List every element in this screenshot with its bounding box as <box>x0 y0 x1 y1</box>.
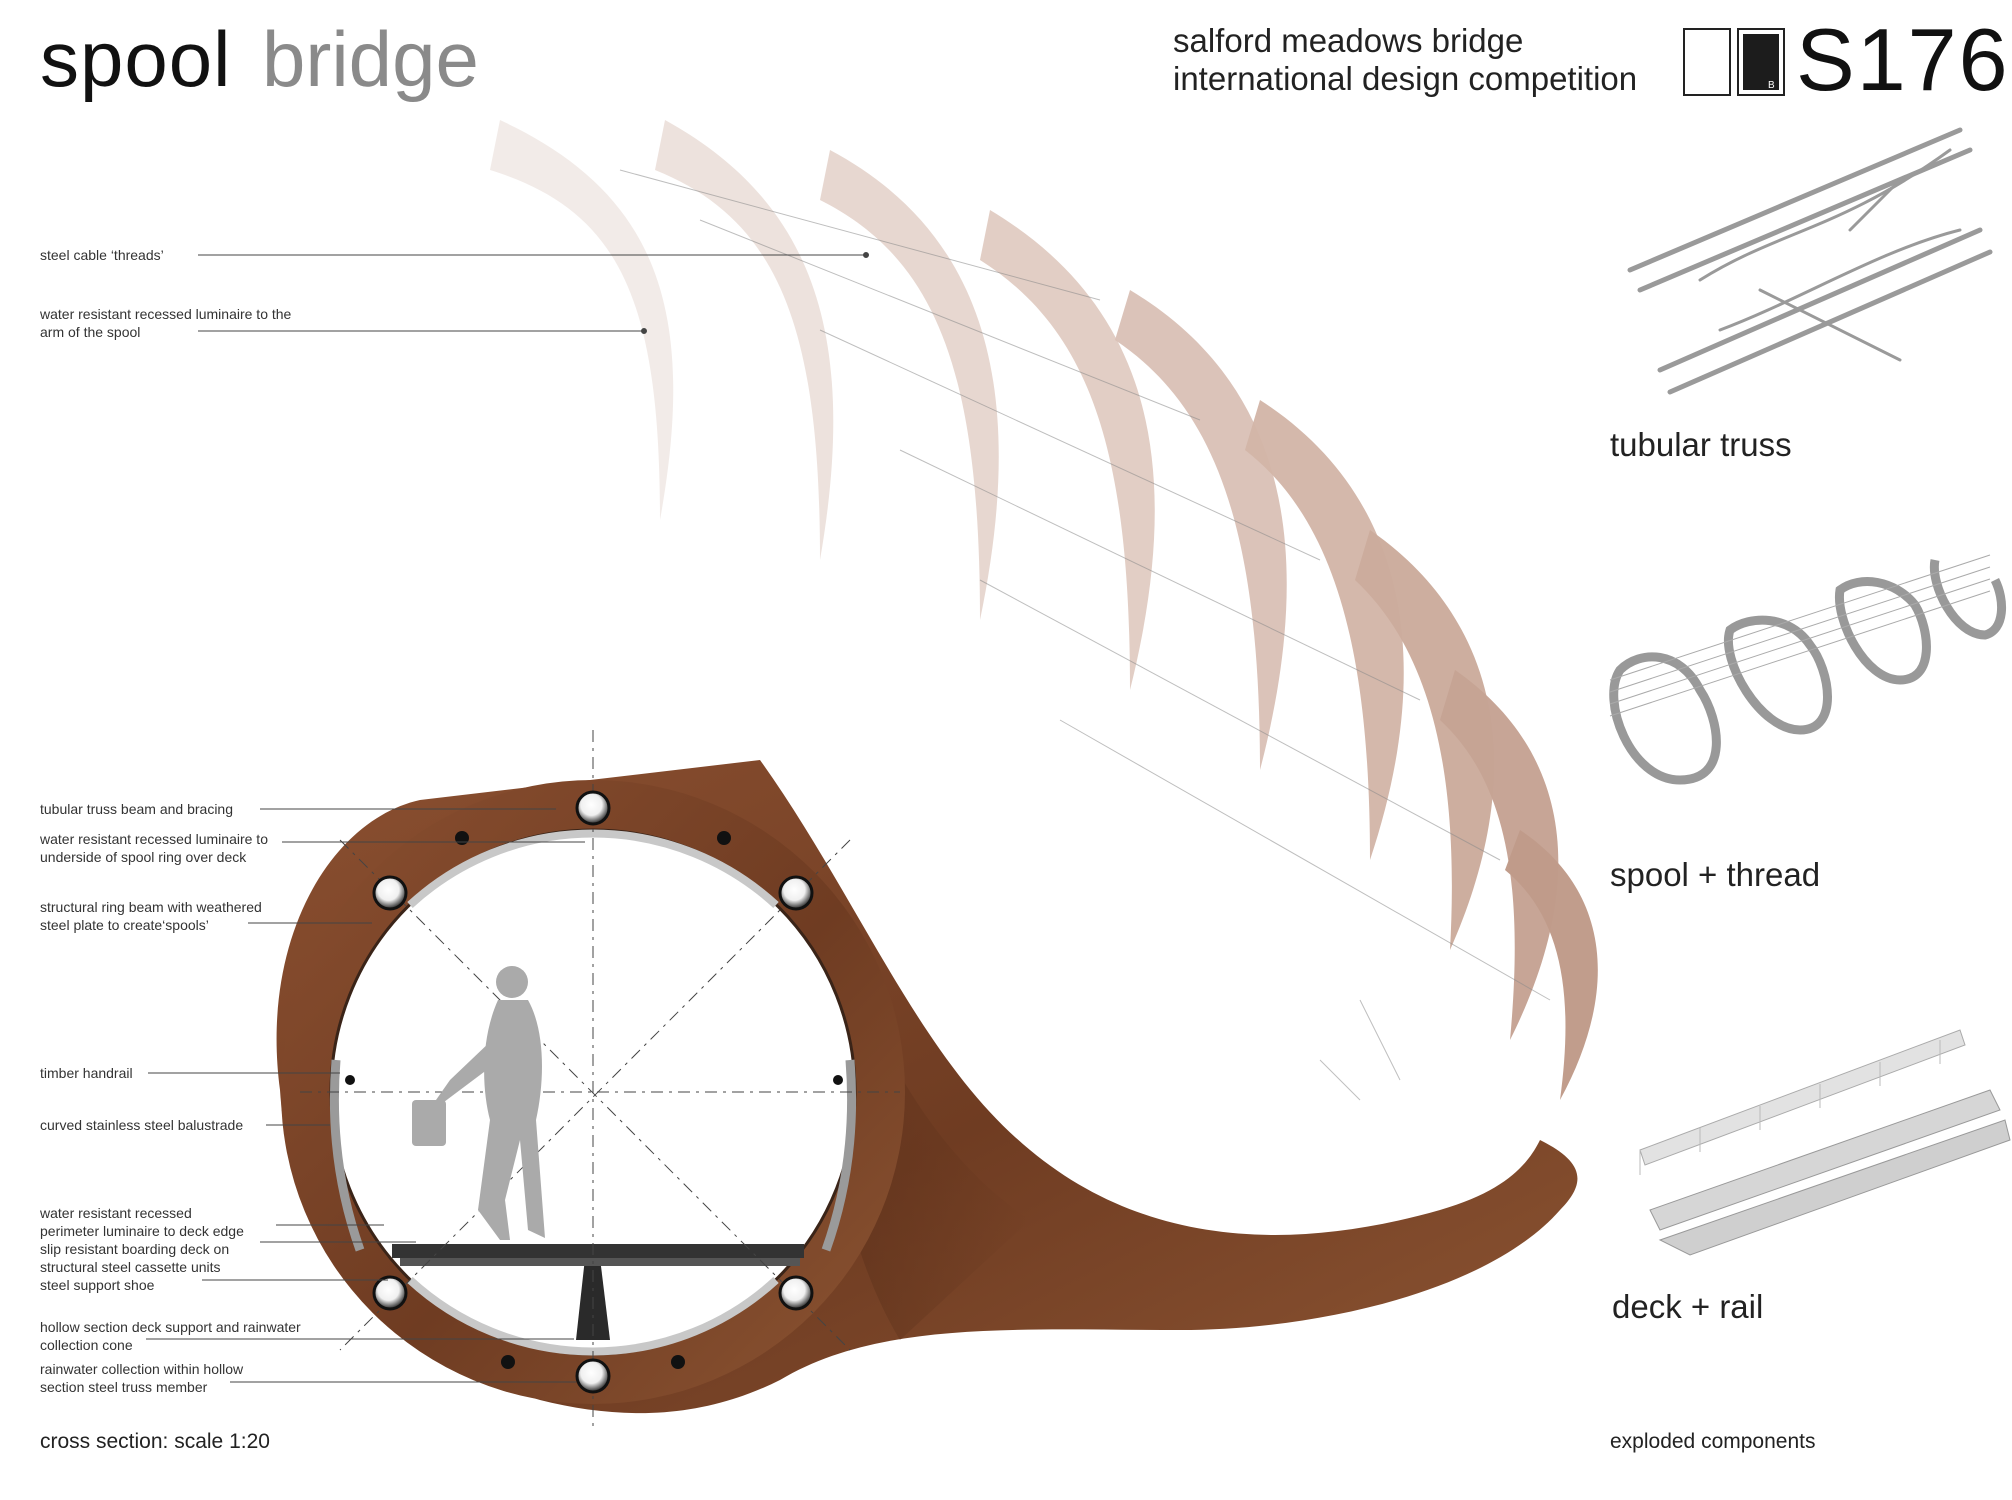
annotation-perimeter-luminaire-2: perimeter luminaire to deck edge <box>40 1223 244 1239</box>
annotation-arm-luminaire-2: arm of the spool <box>40 324 141 340</box>
spool-arm-4 <box>980 210 1155 690</box>
caption-cross-section: cross section: scale 1:20 <box>40 1430 270 1453</box>
annotation-ring-beam-1: structural ring beam with weathered <box>40 899 262 915</box>
annotation-deck-support-1: hollow section deck support and rainwate… <box>40 1319 301 1335</box>
sheet-letter: B <box>1768 80 1775 91</box>
truss-node <box>778 1275 814 1311</box>
annotation-perimeter-luminaire-1: water resistant recessed <box>40 1205 192 1221</box>
caption-exploded-components: exploded components <box>1610 1430 1816 1453</box>
luminaire-dot <box>671 1355 685 1369</box>
annotation-arm-luminaire-1: water resistant recessed luminaire to th… <box>40 306 292 322</box>
luminaire-dot <box>455 831 469 845</box>
annotation-balustrade: curved stainless steel balustrade <box>40 1117 244 1133</box>
label-spool-thread: spool + thread <box>1610 856 1821 893</box>
sheet-box-b <box>1737 28 1785 96</box>
title-spool: spool <box>40 15 232 103</box>
annotation-timber-handrail: timber handrail <box>40 1065 133 1081</box>
competition-name: salford meadows bridge <box>1173 22 1524 59</box>
deck <box>392 1244 804 1258</box>
annotation-cable-threads: steel cable ‘threads’ <box>40 247 164 263</box>
annotation-ring-luminaire-2: underside of spool ring over deck <box>40 849 247 865</box>
spool-arm-7 <box>1355 530 1495 950</box>
deck-rail-drawing <box>1639 1029 2011 1256</box>
spool-arm-3 <box>820 150 999 620</box>
pedestrian-silhouette <box>412 966 545 1240</box>
competition-subtitle: international design competition <box>1173 60 1638 97</box>
spool-arm-9 <box>1505 830 1598 1100</box>
annotation-ring-beam-2: steel plate to create‘spools’ <box>40 917 209 933</box>
leader-lines <box>146 252 869 1383</box>
spool-arm-1 <box>490 120 674 520</box>
annotation-ring-luminaire-1: water resistant recessed luminaire to <box>40 831 268 847</box>
handrail-dot <box>833 1075 843 1085</box>
annotation-deck-support-2: collection cone <box>40 1337 133 1353</box>
label-tubular-truss: tubular truss <box>1610 426 1792 463</box>
luminaire-track-top <box>407 829 779 908</box>
spool-arm-5 <box>1115 290 1287 770</box>
luminaire-dot <box>501 1355 515 1369</box>
spool-arm-2 <box>655 120 834 560</box>
label-deck-rail: deck + rail <box>1612 1288 1764 1325</box>
truss-node <box>778 875 814 911</box>
balustrade-right <box>821 1059 857 1252</box>
annotation-rainwater-2: section steel truss member <box>40 1379 208 1395</box>
truss-node <box>372 1275 408 1311</box>
spool-arm-6 <box>1245 400 1404 860</box>
sheet-number: S176 <box>1796 10 2010 109</box>
spool-arm-8 <box>1440 670 1559 1040</box>
centre-lines <box>300 730 900 1430</box>
annotation-truss-beam: tubular truss beam and bracing <box>40 801 233 817</box>
balustrade-left <box>329 1059 365 1252</box>
deck-truss <box>400 1258 800 1266</box>
sheet-box-a <box>1683 28 1731 96</box>
cable-threads <box>619 169 1551 1101</box>
truss-node <box>372 875 408 911</box>
truss-node <box>575 1358 611 1394</box>
spool-arms-sequence <box>490 120 1598 1100</box>
annotation-rainwater-1: rainwater collection within hollow <box>40 1361 244 1377</box>
tubular-truss-drawing <box>1627 127 1993 395</box>
annotation-support-shoe: steel support shoe <box>40 1277 155 1293</box>
truss-node <box>575 790 611 826</box>
annotation-deck-1: slip resistant boarding deck on <box>40 1241 230 1257</box>
title-bridge: bridge <box>262 15 479 103</box>
spool-thread-drawing <box>1609 554 2007 785</box>
handrail-dot <box>345 1075 355 1085</box>
annotation-deck-2: structural steel cassette units <box>40 1259 221 1275</box>
luminaire-dot <box>717 831 731 845</box>
